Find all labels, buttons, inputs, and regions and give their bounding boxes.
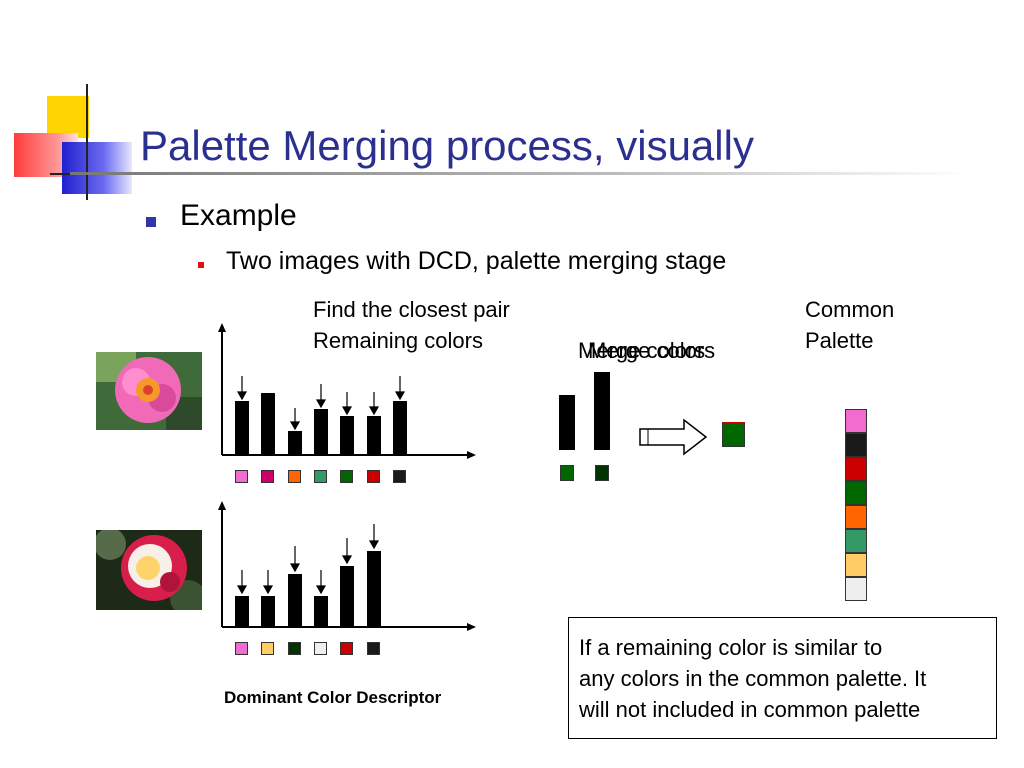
palette-cell-red — [845, 457, 867, 481]
swatch-pink — [235, 470, 248, 483]
label-merge-colors-a: Merge colors — [578, 338, 706, 363]
bar — [235, 596, 249, 627]
palette-cell-green — [845, 481, 867, 505]
decor-blue-square — [62, 142, 132, 194]
bullet-text-1: Example — [180, 199, 297, 232]
decor-yellow-square — [47, 96, 89, 138]
palette-cell-orange — [845, 505, 867, 529]
bar — [340, 566, 354, 627]
swatch-light-gray — [314, 642, 327, 655]
rose-photo-icon — [96, 530, 202, 610]
merged-color-swatch — [722, 422, 745, 447]
bar — [261, 596, 275, 627]
merge-swatch-left — [560, 465, 574, 481]
title-divider — [70, 172, 970, 175]
swatch-magenta — [261, 470, 274, 483]
swatch-red — [340, 642, 353, 655]
bar — [314, 596, 328, 627]
bar — [261, 393, 275, 455]
bar — [314, 409, 328, 455]
bar — [367, 551, 381, 627]
swatch-orange — [288, 470, 301, 483]
dcd-chart-bottom — [218, 501, 476, 631]
block-right-arrow-icon — [639, 418, 708, 456]
merge-bar-right — [594, 372, 610, 450]
palette-cell-black — [845, 433, 867, 457]
swatch-black — [367, 642, 380, 655]
bar — [367, 416, 381, 455]
swatch-dark-green — [288, 642, 301, 655]
bar — [288, 431, 302, 455]
bullet-marker-1 — [146, 217, 156, 227]
bar — [235, 401, 249, 455]
swatch-yellow — [261, 642, 274, 655]
palette-cell-teal — [845, 529, 867, 553]
merge-swatch-right — [595, 465, 609, 481]
bullet-text-2: Two images with DCD, palette merging sta… — [226, 247, 727, 275]
swatch-black — [393, 470, 406, 483]
bar — [288, 574, 302, 627]
swatch-teal — [314, 470, 327, 483]
bullet-marker-2 — [198, 262, 204, 268]
note-line-1: If a remaining color is similar to — [579, 635, 883, 660]
label-common: Common — [805, 297, 895, 322]
common-palette — [845, 409, 867, 601]
note-line-2: any colors in the common palette. It — [579, 666, 927, 691]
dahlia-photo-icon — [96, 352, 202, 430]
palette-cell-pink — [845, 409, 867, 433]
merge-bar-left — [559, 395, 575, 450]
bar — [393, 401, 407, 455]
page-title: Palette Merging process, visually — [140, 122, 754, 169]
caption-dcd: Dominant Color Descriptor — [224, 688, 442, 707]
note-callout: If a remaining color is similar to any c… — [568, 617, 997, 739]
label-find-pair: Find the closest pair — [313, 297, 510, 322]
note-line-3: will not included in common palette — [579, 697, 921, 722]
bar — [340, 416, 354, 455]
label-remaining-colors: Remaining colors — [313, 328, 483, 353]
palette-cell-yellow — [845, 553, 867, 577]
swatch-green — [340, 470, 353, 483]
swatch-red — [367, 470, 380, 483]
palette-cell-light-gray — [845, 577, 867, 601]
label-merge-colors-b: Merge colors — [588, 338, 716, 363]
dcd-chart-top — [218, 323, 476, 459]
label-palette: Palette — [805, 328, 874, 353]
swatch-pink — [235, 642, 248, 655]
decor-vertical-line — [86, 84, 88, 200]
